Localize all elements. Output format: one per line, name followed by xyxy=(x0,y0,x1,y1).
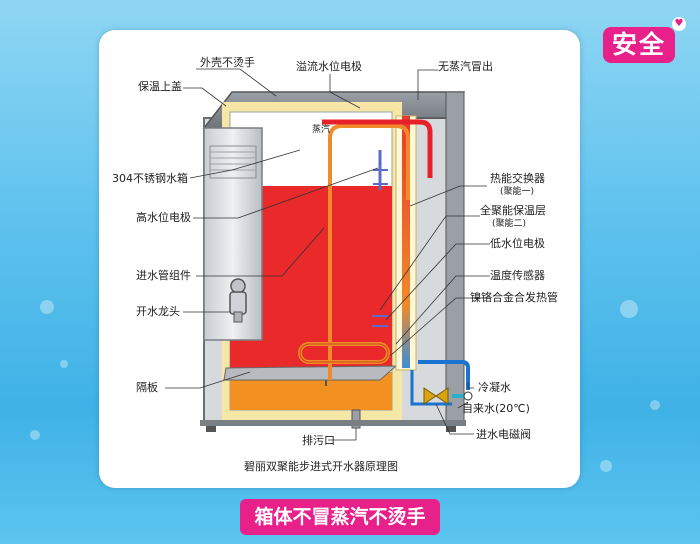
label-outer-shell: 外壳不烫手 xyxy=(200,55,255,69)
steam-tag: 蒸汽 xyxy=(312,123,330,135)
front-grille xyxy=(209,145,257,179)
label-condensate: 冷凝水 xyxy=(478,380,511,394)
label-insulated-lid: 保温上盖 xyxy=(138,79,182,93)
bubble xyxy=(650,400,660,410)
label-temp-sensor: 温度传感器 xyxy=(490,268,545,282)
partition-plate xyxy=(223,365,398,381)
label-faucet: 开水龙头 xyxy=(136,305,180,318)
label-heat-exchanger-sub: (聚能一) xyxy=(500,185,534,197)
label-no-steam: 无蒸汽冒出 xyxy=(438,59,493,73)
label-heat-exchanger: 热能交换器 xyxy=(490,171,545,185)
safety-badge: 安全 xyxy=(603,27,675,63)
bubble xyxy=(30,430,40,440)
cabinet-base xyxy=(200,420,466,426)
diagram-caption: 碧丽双聚能步进式开水器原理图 xyxy=(244,459,398,473)
bubble xyxy=(60,360,68,368)
label-partition: 隔板 xyxy=(136,380,158,394)
heart-icon: ♥ xyxy=(672,17,686,31)
faucet-icon xyxy=(229,278,247,323)
label-insulation-layer-sub: (聚能二) xyxy=(492,217,526,229)
valve-dot xyxy=(463,391,473,401)
label-solenoid-valve: 进水电磁阀 xyxy=(476,427,531,441)
feature-banner: 箱体不冒蒸汽不烫手 xyxy=(240,499,440,535)
label-high-electrode: 高水位电极 xyxy=(136,210,191,224)
bubble xyxy=(600,460,612,472)
solenoid-valve-icon xyxy=(423,387,449,405)
bubble xyxy=(620,300,638,318)
label-inlet-pipe: 进水管组件 xyxy=(136,268,191,282)
bubble xyxy=(40,300,54,314)
label-tap-water: 自来水(20℃) xyxy=(462,402,530,415)
label-heater: 镍铬合金合发热管 xyxy=(470,290,558,304)
label-insulation-layer: 全聚能保温层 xyxy=(480,203,546,217)
cold-water-pipe xyxy=(418,360,470,390)
label-low-electrode: 低水位电极 xyxy=(490,236,545,250)
cabinet-right-wall xyxy=(445,91,465,423)
label-drain: 排污口 xyxy=(302,433,335,447)
label-tank: 304不锈钢水箱 xyxy=(112,171,188,185)
label-overflow-electrode: 溢流水位电极 xyxy=(296,59,362,73)
steam-pipe xyxy=(328,124,410,380)
